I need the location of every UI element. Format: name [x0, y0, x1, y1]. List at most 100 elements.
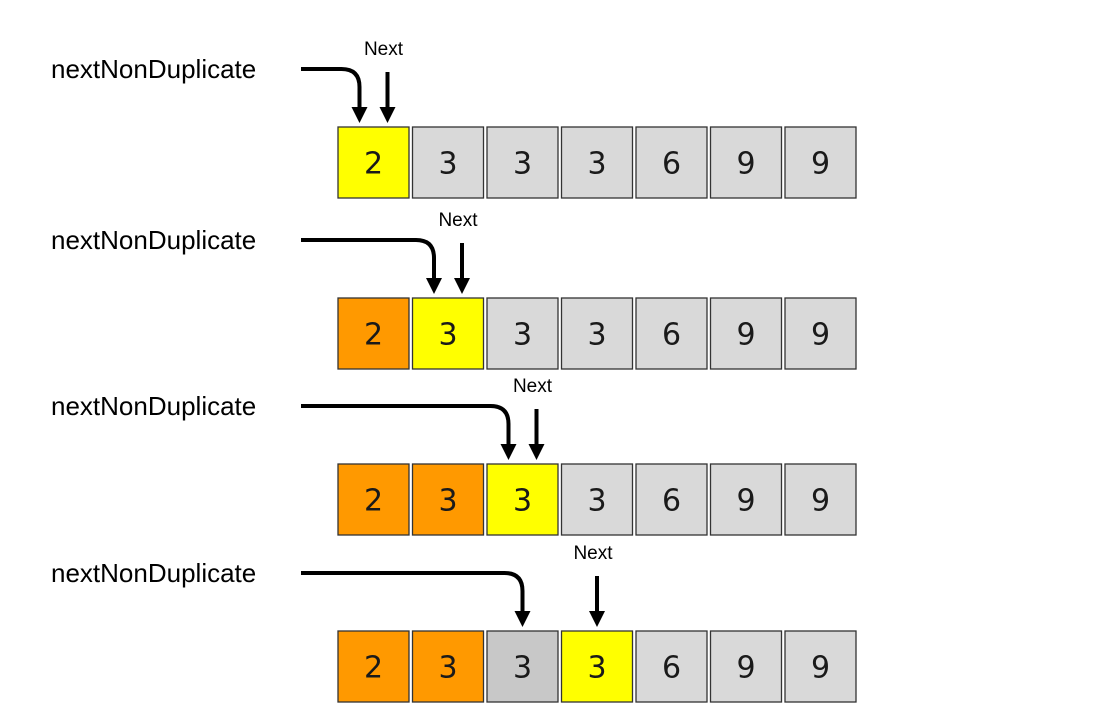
- array-cell: 3: [411, 463, 485, 536]
- pointer-arrow: [301, 67, 362, 109]
- array-cell: 9: [784, 630, 857, 703]
- cell-box: [337, 630, 410, 703]
- cell-value: 3: [513, 147, 532, 182]
- array-cell: 9: [784, 463, 857, 536]
- cell-value: 9: [736, 147, 755, 182]
- pointer-arrow: [301, 238, 436, 280]
- cell-box: [709, 463, 783, 536]
- cell-box: [560, 463, 634, 536]
- array-cell: 9: [784, 297, 857, 370]
- array-cell: 3: [560, 630, 634, 703]
- cell-box: [635, 630, 708, 703]
- array-cell: 3: [411, 297, 485, 370]
- array-cell: 6: [635, 630, 708, 703]
- cell-box: [560, 630, 634, 703]
- cell-value: 3: [587, 651, 606, 686]
- pointer-arrow-head: [514, 611, 531, 627]
- cell-box: [337, 126, 410, 199]
- array-cell: 3: [560, 297, 634, 370]
- array-cell: 3: [486, 630, 559, 703]
- cell-value: 9: [811, 318, 830, 353]
- cell-value: 3: [513, 318, 532, 353]
- pointer-arrow-head: [500, 444, 517, 460]
- cell-value: 3: [587, 484, 606, 519]
- array-cell: 3: [486, 297, 559, 370]
- cell-value: 6: [662, 651, 681, 686]
- pointer-label: nextNonDuplicate: [51, 54, 256, 84]
- pointer-arrow: [301, 404, 511, 446]
- cell-box: [709, 297, 783, 370]
- next-arrow-head: [589, 611, 605, 627]
- array-cell: 2: [337, 630, 410, 703]
- cell-box: [337, 463, 410, 536]
- pointer-label: nextNonDuplicate: [51, 558, 256, 588]
- cell-value: 9: [736, 318, 755, 353]
- array-row: 2 3 3 3 6 9 9: [337, 126, 857, 199]
- cell-box: [486, 297, 559, 370]
- pointer-arrow: [301, 571, 525, 613]
- pointer-arrow-head: [351, 107, 368, 123]
- step-4: 2 3 3 3 6 9 9 nextNonDuplicate Next: [51, 543, 857, 703]
- cell-value: 3: [587, 318, 606, 353]
- array-cell: 3: [560, 126, 634, 199]
- cell-box: [411, 126, 485, 199]
- cell-value: 2: [364, 651, 383, 686]
- cell-value: 6: [662, 147, 681, 182]
- array-cell: 3: [560, 463, 634, 536]
- array-cell: 2: [337, 463, 410, 536]
- next-label: Next: [513, 376, 553, 397]
- cell-value: 2: [364, 484, 383, 519]
- cell-box: [784, 297, 857, 370]
- cell-box: [560, 126, 634, 199]
- cell-value: 9: [811, 651, 830, 686]
- cell-box: [635, 463, 708, 536]
- array-cell: 6: [635, 297, 708, 370]
- cell-box: [486, 630, 559, 703]
- cell-box: [337, 297, 410, 370]
- pointer-label: nextNonDuplicate: [51, 391, 256, 421]
- array-cell: 9: [709, 463, 783, 536]
- cell-box: [635, 126, 708, 199]
- array-cell: 9: [709, 630, 783, 703]
- pointer-label: nextNonDuplicate: [51, 225, 256, 255]
- next-arrow-head: [454, 278, 470, 294]
- cell-value: 3: [438, 651, 457, 686]
- cell-value: 3: [587, 147, 606, 182]
- array-cell: 9: [784, 126, 857, 199]
- next-label: Next: [573, 543, 613, 564]
- cell-value: 2: [364, 147, 383, 182]
- cell-box: [411, 297, 485, 370]
- cell-value: 3: [438, 318, 457, 353]
- cell-value: 3: [513, 484, 532, 519]
- cell-box: [411, 463, 485, 536]
- array-cell: 6: [635, 463, 708, 536]
- array-cell: 9: [709, 297, 783, 370]
- cell-value: 9: [736, 484, 755, 519]
- array-cell: 3: [486, 463, 559, 536]
- cell-value: 3: [513, 651, 532, 686]
- array-cell: 9: [709, 126, 783, 199]
- array-cell: 3: [486, 126, 559, 199]
- cell-box: [784, 463, 857, 536]
- cell-value: 3: [438, 147, 457, 182]
- next-arrow-head: [379, 107, 396, 123]
- cell-box: [486, 126, 559, 199]
- cell-value: 9: [736, 651, 755, 686]
- cell-box: [784, 126, 857, 199]
- cell-value: 6: [662, 318, 681, 353]
- array-cell: 3: [411, 126, 485, 199]
- cell-box: [486, 463, 559, 536]
- array-cell: 6: [635, 126, 708, 199]
- array-row: 2 3 3 3 6 9 9: [337, 630, 857, 703]
- cell-value: 3: [438, 484, 457, 519]
- array-cell: 2: [337, 126, 410, 199]
- cell-value: 9: [811, 147, 830, 182]
- array-cell: 2: [337, 297, 410, 370]
- cell-value: 9: [811, 484, 830, 519]
